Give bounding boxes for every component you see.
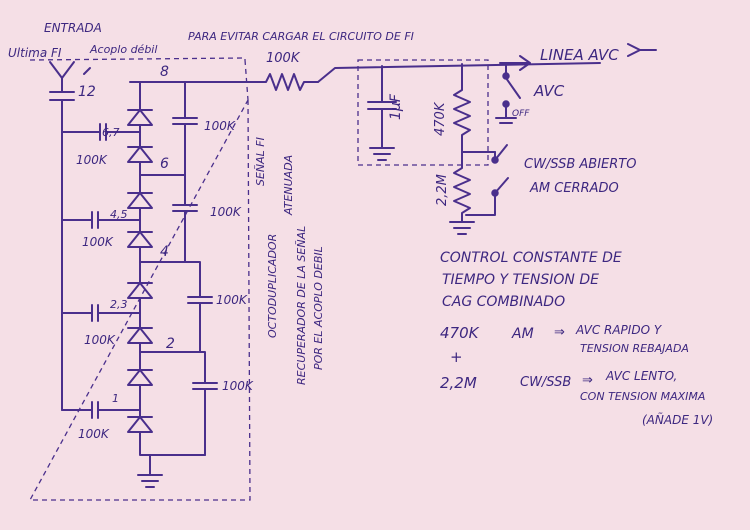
- label-entrada: ENTRADA: [44, 21, 102, 35]
- vert-senal-fi: SEÑAL FI: [254, 137, 267, 186]
- label-100k-right-2: 100K: [210, 205, 242, 219]
- label-cap-4-5: 4,5: [110, 208, 128, 221]
- note-am: AM: [511, 326, 534, 342]
- label-cap-1: 1: [112, 392, 119, 405]
- note-cw-ssb: CW/SSB: [520, 375, 571, 390]
- label-100k-series: 100K: [266, 51, 301, 66]
- note-line-1: CONTROL CONSTANTE DE: [440, 250, 622, 266]
- label-ultima-fi: Ultima FI: [8, 46, 62, 60]
- avc-switch[interactable]: [495, 62, 521, 124]
- note-tension-rebajada: TENSION REBAJADA: [580, 342, 689, 355]
- label-node-2: 2: [166, 336, 175, 352]
- note-470k: 470K: [440, 324, 480, 342]
- label-2-2m: 2,2M: [435, 174, 450, 206]
- vert-octoduplicador: OCTODUPLICADOR: [266, 234, 279, 338]
- note-plus: +: [450, 348, 463, 366]
- label-linea-avc: LINEA AVC: [540, 46, 619, 64]
- label-avc: AVC: [533, 82, 565, 100]
- label-cw-ssb-abierto: CW/SSB ABIERTO: [524, 157, 636, 172]
- resistor-470k: [453, 63, 471, 153]
- vert-recuperador: RECUPERADOR DE LA SEÑAL: [295, 226, 308, 385]
- avc-arrow: [499, 55, 531, 71]
- diode-1: [127, 109, 153, 126]
- label-node-8: 8: [160, 64, 169, 80]
- label-470k: 470K: [433, 101, 448, 136]
- label-cap-12: 12: [78, 84, 96, 100]
- diode-2: [127, 146, 153, 163]
- label-100k-right-1: 100K: [204, 119, 236, 133]
- label-100k-right-4: 100K: [222, 379, 254, 393]
- cw-am-switch[interactable]: [465, 144, 509, 216]
- note-line-3: CAG COMBINADO: [442, 294, 565, 310]
- storage-capacitors: [139, 81, 218, 456]
- note-line-2: TIEMPO Y TENSION DE: [442, 272, 599, 288]
- diode-7: [127, 369, 153, 386]
- note-tension-maxima: CON TENSION MAXIMA: [580, 390, 705, 403]
- label-acoplo-debil: Acoplo débil: [89, 43, 157, 56]
- label-cap-2-3: 2,3: [110, 298, 128, 311]
- diode-6: [127, 327, 153, 344]
- coupling-capacitors: [61, 123, 141, 419]
- vert-atenuada: ATENUADA: [282, 155, 295, 216]
- note-avc-rapido: AVC RAPIDO Y: [575, 323, 663, 337]
- label-am-cerrado: AM CERRADO: [529, 181, 619, 196]
- resistor-2-2m: [449, 151, 496, 235]
- vert-por-acoplo: POR EL ACOPLO DEBIL: [312, 246, 325, 370]
- label-100k-left-4: 100K: [78, 427, 110, 441]
- note-arrow-2: ⇒: [582, 373, 593, 388]
- diode-ladder: [127, 81, 259, 488]
- label-1uf: 1µF: [388, 93, 404, 120]
- avc-line: [317, 62, 601, 83]
- diode-3: [127, 192, 153, 209]
- label-100k-left-2: 100K: [82, 235, 114, 249]
- filter-dashed-box: [357, 59, 489, 166]
- label-para-evitar: PARA EVITAR CARGAR EL CIRCUITO DE FI: [188, 30, 414, 43]
- filter-capacitor-1uf: [367, 65, 397, 161]
- note-anade: (AÑADE 1V): [642, 412, 713, 427]
- input-antenna: [49, 61, 91, 411]
- diode-4: [127, 231, 153, 248]
- note-2-2m: 2,2M: [440, 374, 477, 392]
- label-100k-left-3: 100K: [84, 333, 116, 347]
- label-off: OFF: [512, 109, 530, 119]
- note-arrow-1: ⇒: [554, 325, 565, 340]
- label-100k-left-1: 100K: [76, 153, 108, 167]
- series-resistor-100k: [257, 73, 319, 91]
- diode-8: [127, 416, 153, 433]
- label-100k-right-3: 100K: [216, 293, 248, 307]
- label-node-4: 4: [160, 244, 169, 260]
- label-node-6: 6: [160, 156, 169, 172]
- note-avc-lento: AVC LENTO,: [605, 369, 677, 383]
- ground-symbol-ladder: [137, 474, 163, 488]
- label-cap-6-7: 6,7: [102, 126, 120, 139]
- diode-5: [127, 282, 153, 299]
- avc-output-arrow: [627, 43, 657, 57]
